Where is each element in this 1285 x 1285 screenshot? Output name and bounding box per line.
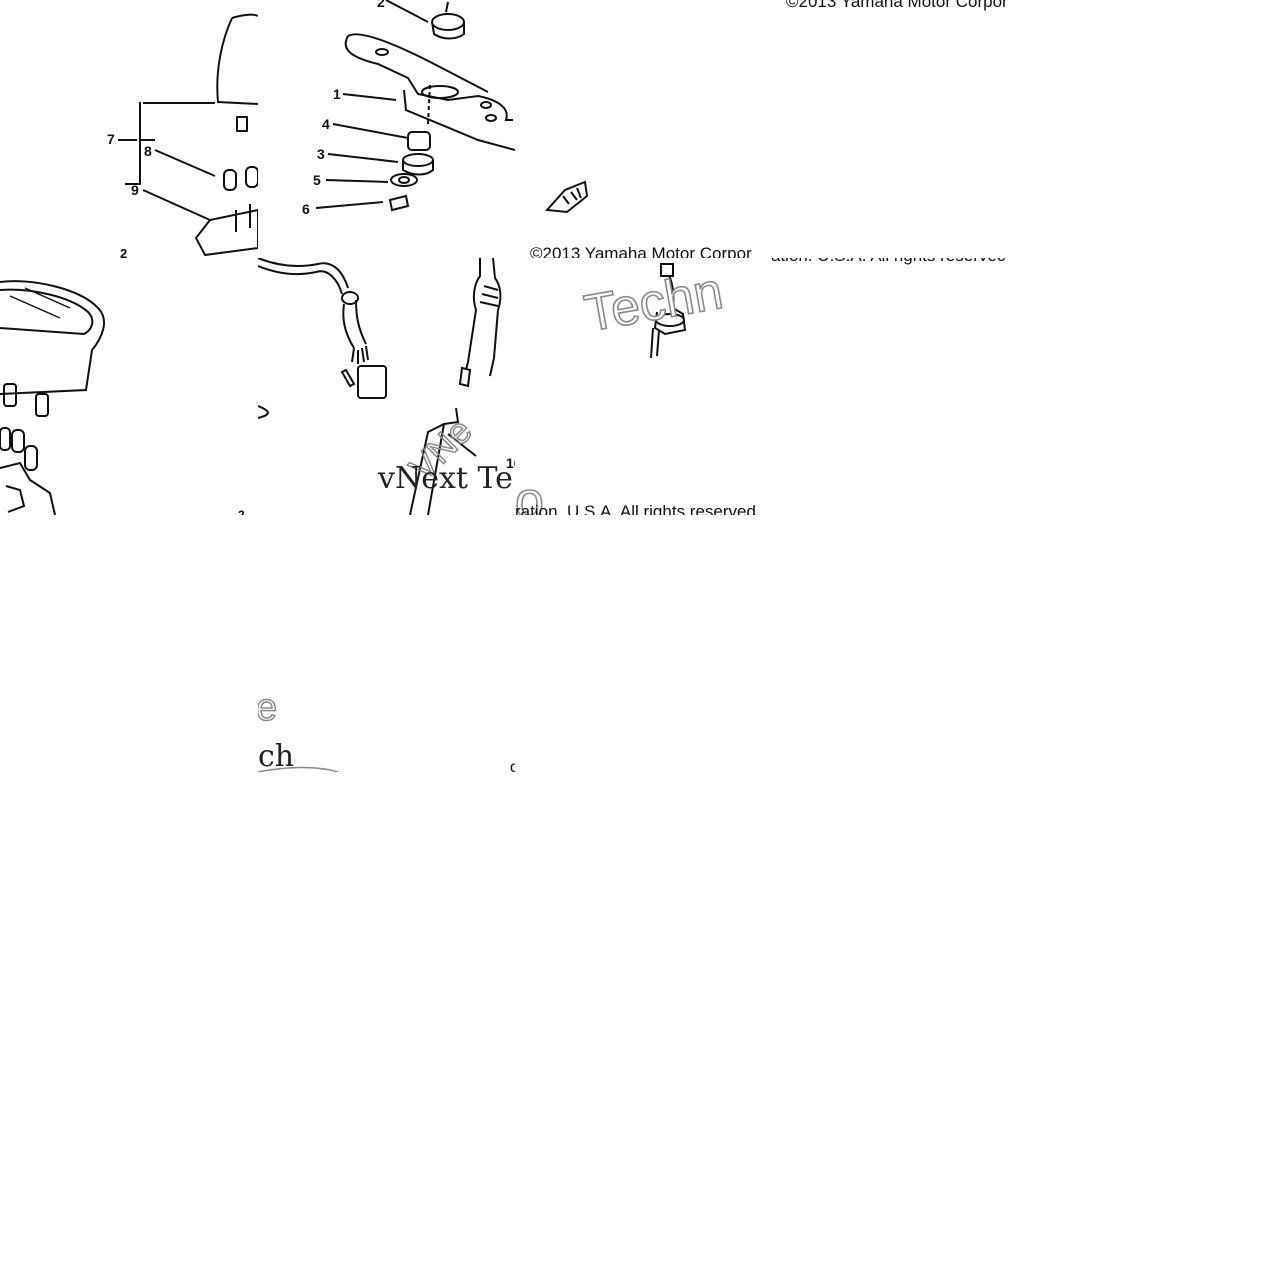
callout-2: 2: [377, 0, 385, 10]
diagram-tile-gauge: 2: [0, 258, 258, 515]
callout-8: 8: [144, 143, 152, 159]
callout-6: 6: [302, 201, 310, 217]
copyright-middle-right: ation. U.S.A. All rights reservec: [771, 258, 1005, 266]
watermark-techn: Techn: [580, 262, 727, 343]
callout-3: 3: [317, 146, 325, 162]
clip-drawing: [544, 180, 589, 214]
diagram-tile-bracket: 1 2 4 3 5 6: [258, 0, 515, 258]
callout-1: 1: [333, 86, 341, 102]
copyright-middle: ©2013 Yamaha Motor Corpor: [530, 244, 752, 258]
fragment-drawing: e ch d: [258, 686, 515, 772]
diagram-tile-sensor: Techn o ation. U.S.A. All rights reserve…: [515, 258, 1030, 515]
meter-housing-drawing: [118, 13, 258, 257]
callout-7: 7: [107, 131, 115, 147]
bracket-drawing: [315, 0, 515, 212]
diagram-tile-meter-housing: 7 8 9 2: [0, 0, 258, 258]
watermark-vnext: vNext Te: [377, 461, 513, 496]
gauge-drawing: [0, 280, 258, 515]
diagram-tile-top-right: ©2013 Yamaha Motor Corpor ©2013 Yamaha M…: [515, 0, 1030, 258]
copyright-lower: ration. U.S.A. All rights reserved: [515, 502, 756, 515]
watermark-ch: ch: [258, 739, 294, 772]
callout-4: 4: [322, 116, 330, 132]
diagram-tile-fragment: e ch d: [258, 680, 515, 772]
sensor-drawing: Techn o: [515, 261, 728, 515]
diagram-tile-cable: VNe vNext Te 10: [258, 258, 515, 515]
callout-10: 10: [506, 455, 515, 471]
callout-5: 5: [313, 172, 321, 188]
fragment-letter: d: [510, 759, 515, 772]
callout-2-b: 2: [238, 508, 245, 515]
callout-9: 9: [131, 182, 139, 198]
copyright-top-right: ©2013 Yamaha Motor Corpor: [786, 0, 1008, 11]
cable-drawing: VNe vNext Te 10: [258, 258, 515, 515]
callout-2-a: 2: [120, 246, 128, 258]
watermark-e: e: [258, 687, 277, 729]
watermark-fragment-o: o: [515, 472, 544, 515]
